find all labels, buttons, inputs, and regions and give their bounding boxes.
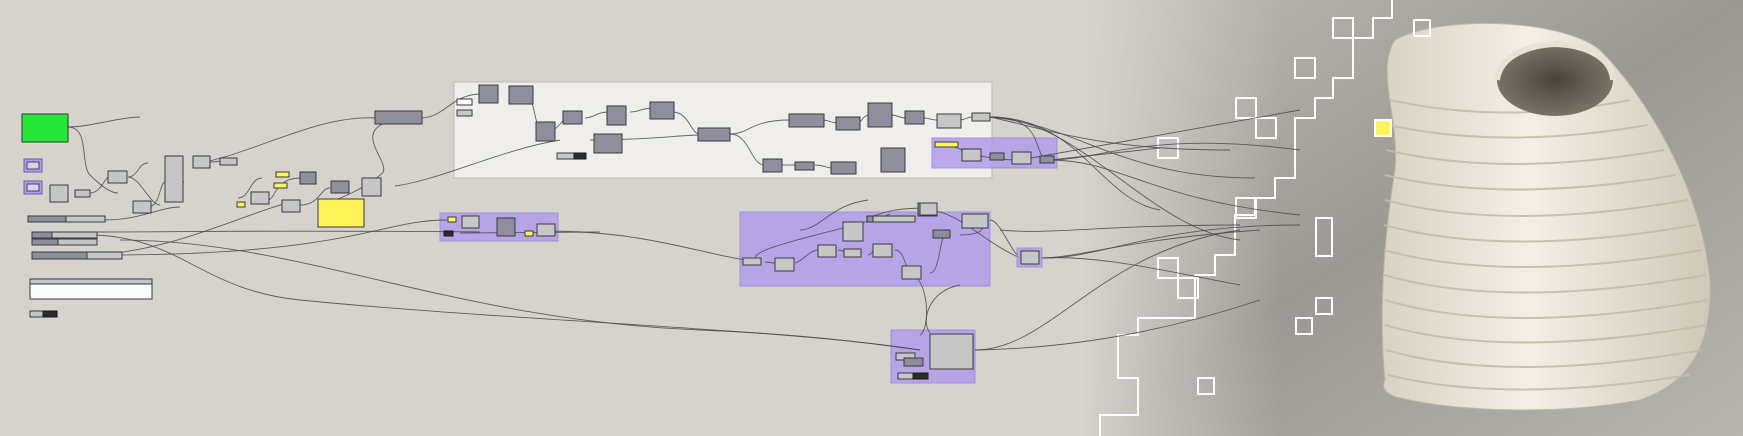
vase-ridges: [1383, 99, 1709, 391]
input-controls[interactable]: [21, 113, 382, 318]
vase-body: [1381, 22, 1711, 411]
group-purple-3[interactable]: [739, 211, 991, 287]
wires: [67, 93, 1301, 351]
middle-nodes[interactable]: [374, 84, 1055, 380]
vase-photo-preview: [1080, 0, 1743, 436]
component-icon[interactable]: [49, 184, 69, 203]
slider-icon[interactable]: [27, 215, 123, 260]
voxel-outline-overlay: [1099, 0, 1431, 436]
tall-component[interactable]: [164, 155, 184, 203]
vase-opening: [1497, 44, 1613, 116]
panel-icon[interactable]: [317, 198, 365, 228]
boolean-toggle-icon[interactable]: [21, 113, 69, 143]
yellow-marker: [1374, 119, 1392, 137]
